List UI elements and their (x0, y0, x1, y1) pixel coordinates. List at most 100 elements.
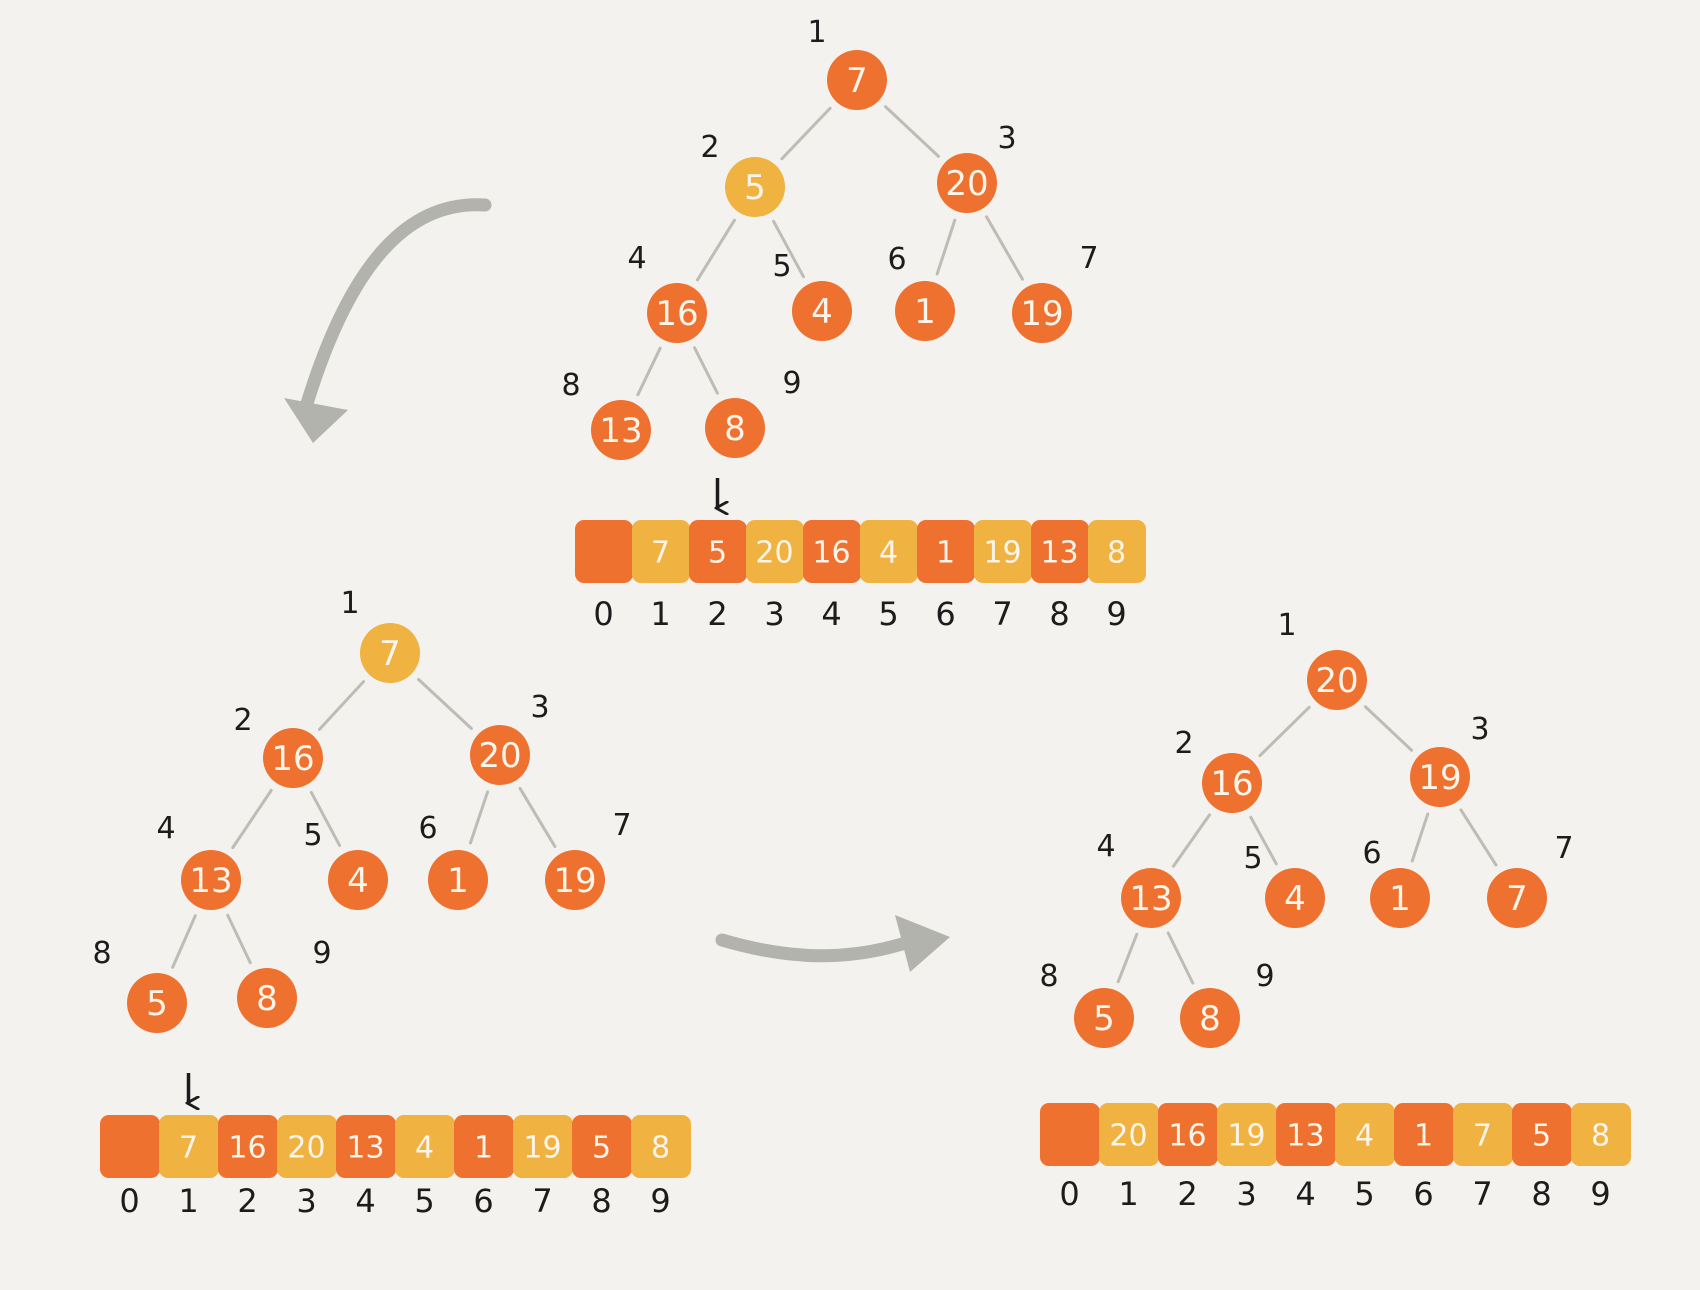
heap-node-value: 16 (655, 294, 698, 334)
tree-edge (1166, 931, 1195, 985)
array-cell (803, 520, 861, 583)
array-index-label: 9 (1106, 595, 1126, 633)
heap-node: 89 (237, 936, 332, 1028)
array-cell (454, 1115, 514, 1178)
array-cell-value: 20 (1109, 1119, 1147, 1154)
heap-node: 162 (233, 703, 323, 788)
array-cell-value: 13 (346, 1131, 384, 1166)
array-cell (575, 520, 633, 583)
array-cell (632, 520, 690, 583)
tree-edge (226, 913, 252, 965)
heap-node-circle (827, 50, 887, 110)
array-cell-value: 16 (1168, 1119, 1206, 1154)
heap-node-circle (1012, 283, 1072, 343)
heap-node: 16 (887, 242, 955, 341)
array-index-label: 0 (593, 595, 613, 633)
array-cell (1453, 1103, 1513, 1166)
array-cell-value: 5 (1532, 1119, 1551, 1154)
heap-node-circle (470, 725, 530, 785)
array-cell (1276, 1103, 1336, 1166)
array-cell (336, 1115, 396, 1178)
heap-node-value: 4 (811, 292, 833, 332)
heap-node-circle (591, 400, 651, 460)
heap-node-index: 6 (1362, 836, 1381, 871)
heap-node: 16 (418, 811, 488, 910)
heap-node: 52 (700, 130, 785, 217)
heap-node-circle (328, 850, 388, 910)
heap-node: 19 7 (545, 808, 632, 910)
heap-node: 13 4 (156, 811, 241, 910)
heap-node-value: 16 (1210, 764, 1253, 804)
heap-node-circle (263, 728, 323, 788)
tree-edge (231, 788, 273, 850)
array-cell-value: 16 (228, 1131, 266, 1166)
heap-node-value: 7 (846, 61, 868, 101)
heap-node-index: 4 (1096, 829, 1115, 864)
heap-node-index: 5 (303, 818, 322, 853)
array-index-label: 8 (1531, 1175, 1551, 1213)
heap-node-circle (725, 157, 785, 217)
tree-edge (309, 790, 342, 848)
array-cell (572, 1115, 632, 1178)
heap-node-value: 19 (1418, 758, 1461, 798)
array-index-label: 2 (237, 1182, 257, 1220)
tree-edge (780, 106, 832, 161)
heap-node-circle (181, 850, 241, 910)
heap-node-circle (792, 281, 852, 341)
heap-node-circle (1202, 753, 1262, 813)
array-cell-value: 7 (651, 536, 670, 571)
array-index-label: 5 (1354, 1175, 1374, 1213)
array-cell (513, 1115, 573, 1178)
tree-edge (171, 914, 197, 969)
array-cell (395, 1115, 455, 1178)
tree-edge (1249, 815, 1278, 866)
heap-node-index: 4 (156, 811, 175, 846)
array-cell-value: 19 (523, 1131, 561, 1166)
heap-node: 77 (1487, 831, 1574, 928)
array-cell-value: 13 (1040, 536, 1078, 571)
array-index-label: 3 (764, 595, 784, 633)
array-index-label: 4 (821, 595, 841, 633)
array-cell (746, 520, 804, 583)
array-cell-value: 16 (812, 536, 850, 571)
heap-node-circle (237, 968, 297, 1028)
heap-node: 197 (1012, 241, 1099, 343)
array-cell (1394, 1103, 1454, 1166)
array-index-label: 6 (473, 1182, 493, 1220)
heap-node-circle (1074, 988, 1134, 1048)
array-cell (100, 1115, 160, 1178)
array-index-label: 6 (935, 595, 955, 633)
heap-node: 201 (1277, 608, 1367, 710)
heap-node-value: 13 (189, 861, 232, 901)
tree-edge (1459, 808, 1498, 867)
array-cell (277, 1115, 337, 1178)
array-cell-value: 20 (287, 1131, 325, 1166)
array-cell (1040, 1103, 1100, 1166)
array-index-label: 8 (1049, 595, 1069, 633)
tree-edge (1116, 932, 1139, 984)
array-index-label: 7 (1472, 1175, 1492, 1213)
heap-node-index: 8 (92, 936, 111, 971)
heap-node-index: 7 (612, 808, 631, 843)
array-index-label: 1 (178, 1182, 198, 1220)
heap-node: 134 (1096, 829, 1181, 928)
array-index-label: 5 (414, 1182, 434, 1220)
heap-node-value: 4 (347, 861, 369, 901)
heap-node-index: 7 (1554, 831, 1573, 866)
array-cell-value: 1 (474, 1131, 493, 1166)
heap-node-circle (1487, 868, 1547, 928)
heap-node-circle (1307, 650, 1367, 710)
heap-node-circle (428, 850, 488, 910)
array-cell (159, 1115, 219, 1178)
array-cell-value: 5 (708, 536, 727, 571)
array-cell (1335, 1103, 1395, 1166)
heap-node: 16 (1362, 836, 1430, 928)
heap-node-circle (705, 398, 765, 458)
array-cell (1571, 1103, 1631, 1166)
heap-node-value: 19 (553, 861, 596, 901)
tree-edge (696, 218, 736, 282)
heap-node-value: 13 (599, 411, 642, 451)
flow-arrow-top-to-left (284, 198, 492, 443)
